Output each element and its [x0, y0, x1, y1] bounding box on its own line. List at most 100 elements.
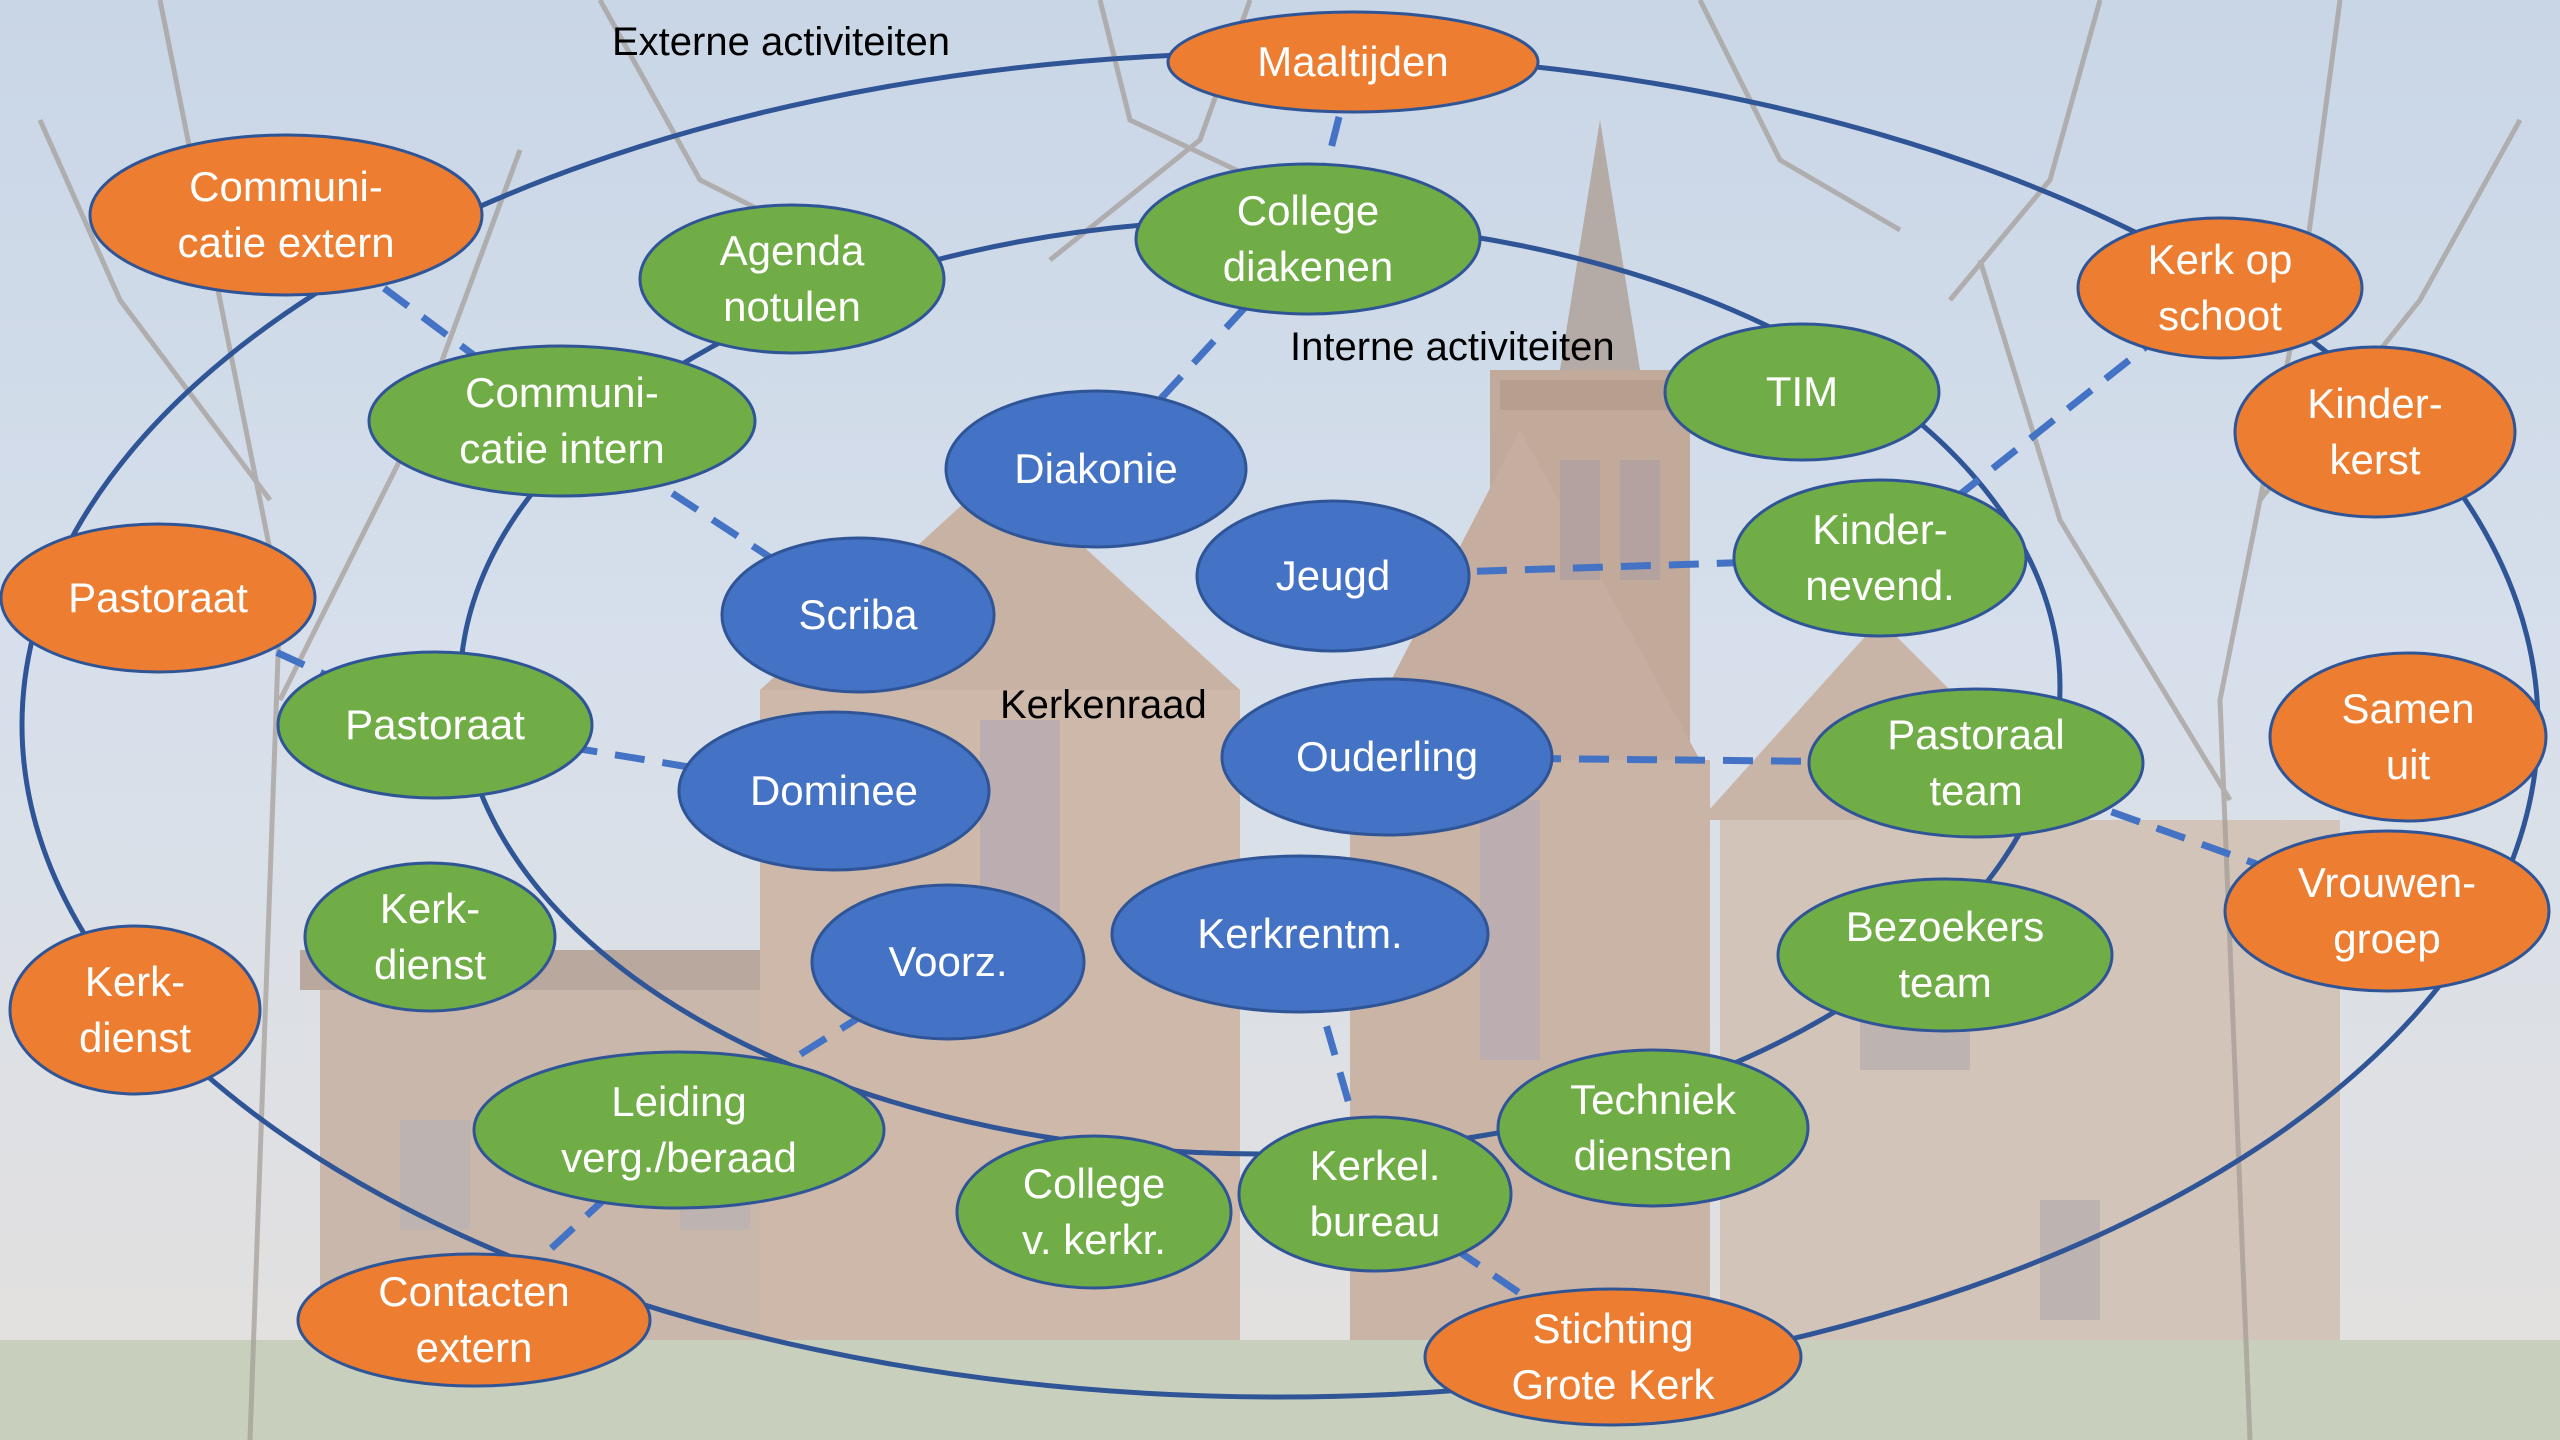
node-label: extern	[416, 1324, 533, 1371]
node-label: Contacten	[378, 1268, 569, 1315]
node-label: Dominee	[750, 767, 918, 814]
node-label: Kerkrentm.	[1197, 910, 1402, 957]
node-label: team	[1929, 767, 2022, 814]
node-label: Scriba	[798, 591, 918, 638]
node-shape	[1110, 854, 1490, 1014]
node-shape	[296, 1252, 652, 1388]
node-label: catie extern	[177, 219, 394, 266]
node-label: Pastoraal	[1887, 711, 2064, 758]
node-label: Kerkel.	[1310, 1142, 1441, 1189]
node-shape	[1807, 687, 2145, 839]
node-shape	[955, 1134, 1233, 1290]
node-pastoraat-intern: Pastoraat	[276, 650, 594, 800]
node-label: Maaltijden	[1257, 38, 1448, 85]
node-label: diensten	[1574, 1132, 1733, 1179]
node-contacten-extern: Contacten extern	[296, 1252, 652, 1388]
node-shape	[0, 522, 317, 674]
node-tim: TIM	[1663, 322, 1941, 462]
node-diakonie: Diakonie	[944, 389, 1248, 549]
node-label: Bezoekers	[1846, 903, 2044, 950]
node-vrouwengroep: Vrouwen-groep	[2223, 829, 2551, 993]
node-label: Leiding	[611, 1078, 746, 1125]
node-scriba: Scriba	[720, 536, 996, 694]
node-label: groep	[2333, 915, 2440, 962]
node-label: Vrouwen-	[2298, 859, 2476, 906]
node-label: Kerk-	[85, 958, 185, 1005]
node-label: diakenen	[1223, 243, 1393, 290]
node-shape	[1195, 499, 1471, 653]
node-label: notulen	[723, 283, 861, 330]
node-shape	[810, 883, 1086, 1041]
node-label: College	[1023, 1160, 1165, 1207]
node-label: Pastoraat	[345, 701, 525, 748]
external-ring-label: Externe activiteiten	[612, 20, 950, 64]
node-label: Samen	[2341, 685, 2474, 732]
node-label: Kinder-	[1812, 506, 1947, 553]
node-label: catie intern	[459, 425, 664, 472]
node-shape	[472, 1050, 886, 1210]
node-maaltijden: Maaltijden	[1166, 10, 1540, 114]
node-label: v. kerkr.	[1022, 1216, 1166, 1263]
node-label: team	[1898, 959, 1991, 1006]
node-bezoekers-team: Bezoekers team	[1776, 877, 2114, 1033]
node-shape	[303, 861, 557, 1013]
node-label: Stichting	[1532, 1305, 1693, 1352]
node-dominee: Dominee	[677, 710, 991, 872]
node-shape	[88, 133, 484, 297]
node-shape	[638, 203, 946, 355]
node-label: Agenda	[720, 227, 865, 274]
node-shape	[720, 536, 996, 694]
node-shape	[2076, 216, 2364, 360]
node-kinderkerst: Kinder-kerst	[2233, 345, 2517, 519]
node-leiding-verg-beraad: Leiding verg./beraad	[472, 1050, 886, 1210]
node-kerkrentm: Kerkrentm.	[1110, 854, 1490, 1014]
node-label: Pastoraat	[68, 574, 248, 621]
node-shape	[1237, 1115, 1513, 1273]
node-shape	[1496, 1048, 1810, 1208]
node-label: Ouderling	[1296, 733, 1478, 780]
node-label: Communi-	[189, 163, 383, 210]
node-label: Kerk op	[2148, 236, 2293, 283]
node-label: Diakonie	[1014, 445, 1177, 492]
node-shape	[2233, 345, 2517, 519]
node-label: kerst	[2329, 436, 2420, 483]
node-shape	[1732, 478, 2028, 638]
node-voorz: Voorz.	[810, 883, 1086, 1041]
node-pastoraat-extern: Pastoraat	[0, 522, 317, 674]
node-shape	[1663, 322, 1941, 462]
node-label: Communi-	[465, 369, 659, 416]
node-communicatie-extern: Communi-catie extern	[88, 133, 484, 297]
node-label: College	[1237, 187, 1379, 234]
node-label: schoot	[2158, 292, 2282, 339]
node-ouderling: Ouderling	[1220, 677, 1554, 837]
node-shape	[2223, 829, 2551, 993]
node-label: Voorz.	[888, 938, 1007, 985]
internal-ring-label: Interne activiteiten	[1290, 325, 1615, 369]
node-shape	[8, 924, 262, 1096]
node-kerk-op-schoot: Kerk op schoot	[2076, 216, 2364, 360]
node-shape	[2268, 651, 2548, 823]
node-college-diakenen: College diakenen	[1134, 162, 1482, 316]
node-communicatie-intern: Communi-catie intern	[367, 344, 757, 498]
node-agenda-notulen: Agenda notulen	[638, 203, 946, 355]
node-jeugd: Jeugd	[1195, 499, 1471, 653]
node-shape	[944, 389, 1248, 549]
node-shape	[1776, 877, 2114, 1033]
node-label: Kinder-	[2307, 380, 2442, 427]
node-label: nevend.	[1805, 562, 1954, 609]
node-label: dienst	[79, 1014, 191, 1061]
node-shape	[1134, 162, 1482, 316]
node-label: verg./beraad	[561, 1134, 797, 1181]
node-kerkdienst-extern: Kerk-dienst	[8, 924, 262, 1096]
node-label: Kerk-	[380, 885, 480, 932]
council-ring-label: Kerkenraad	[1000, 683, 1207, 727]
node-kindernevend: Kinder-nevend.	[1732, 478, 2028, 638]
node-shape	[1423, 1287, 1803, 1427]
node-label: Jeugd	[1276, 552, 1390, 599]
node-label: dienst	[374, 941, 486, 988]
